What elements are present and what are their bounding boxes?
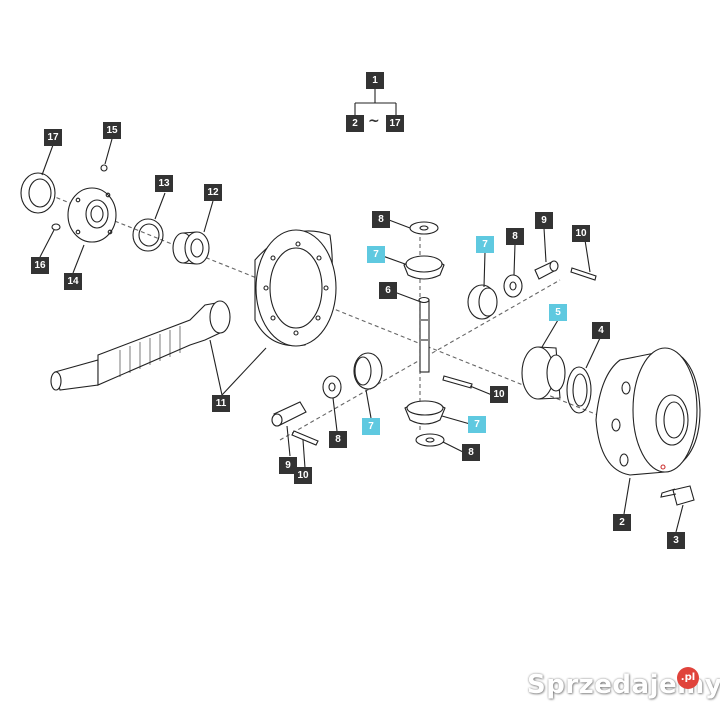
callout-3: 3: [667, 532, 685, 549]
callout-10-right: 10: [572, 225, 590, 242]
part-10-rod-left: [291, 430, 319, 446]
part-14-flange: [67, 187, 117, 243]
callout-9-right: 9: [535, 212, 553, 229]
part-16-pin: [51, 223, 61, 231]
callout-13: 13: [155, 175, 173, 192]
assembly-axis-lines: [49, 194, 661, 441]
part-12-bearing: [172, 231, 210, 265]
part-13-ring: [132, 218, 164, 252]
callout-12: 12: [204, 184, 222, 201]
part-15-ball: [100, 164, 108, 172]
callout-14: 14: [64, 273, 82, 290]
callout-7-lower: 7: [468, 416, 486, 433]
callout-8-upper: 8: [372, 211, 390, 228]
part-7-gear-left: [353, 352, 383, 390]
callout-header-top: 1: [366, 72, 384, 89]
part-5-side-gear: [521, 346, 566, 400]
callout-header-range-start: 2: [346, 115, 364, 132]
part-7-gear-right: [467, 284, 498, 320]
callout-11: 11: [212, 395, 230, 412]
part-8-washer-left: [322, 375, 342, 399]
callout-16: 16: [31, 257, 49, 274]
callout-10-left: 10: [294, 467, 312, 484]
callout-8-left: 8: [329, 431, 347, 448]
callout-7-left: 7: [362, 418, 380, 435]
part-8-washer-lower: [415, 433, 445, 447]
part-2-diff-housing: [595, 347, 701, 476]
callout-9-left: 9: [279, 457, 297, 474]
callout-4: 4: [592, 322, 610, 339]
part-10-rod-middle: [442, 375, 473, 389]
callout-5: 5: [549, 304, 567, 321]
part-9-pin-right: [534, 260, 559, 280]
callout-8-right: 8: [506, 228, 524, 245]
part-11-pinion-shaft: [50, 300, 231, 391]
leader-lines: [39, 138, 684, 533]
callout-7-right: 7: [476, 236, 494, 253]
part-6-cross-shaft: [418, 296, 430, 373]
callout-header-range-end: 17: [386, 115, 404, 132]
part-7-gear-upper: [403, 255, 445, 280]
part-3-bolt: [660, 485, 695, 506]
callout-17: 17: [44, 129, 62, 146]
callout-2: 2: [613, 514, 631, 531]
part-7-gear-lower: [404, 400, 446, 425]
callout-15: 15: [103, 122, 121, 139]
part-17-seal: [20, 172, 56, 214]
callout-10-middle: 10: [490, 386, 508, 403]
callout-header-range-sep: ~: [368, 113, 380, 129]
callout-7-upper: 7: [367, 246, 385, 263]
watermark-pl-badge: .pl: [677, 667, 699, 689]
callout-8-lower: 8: [462, 444, 480, 461]
callout-6: 6: [379, 282, 397, 299]
header-bracket: [354, 88, 397, 115]
part-9-pin-left: [271, 401, 307, 427]
part-8-washer-upper: [409, 221, 439, 235]
part-10-rod-right: [570, 267, 597, 281]
part-4-thrust-washer: [566, 366, 592, 414]
part-8-washer-right: [503, 274, 523, 298]
ring-gear: [254, 229, 337, 347]
